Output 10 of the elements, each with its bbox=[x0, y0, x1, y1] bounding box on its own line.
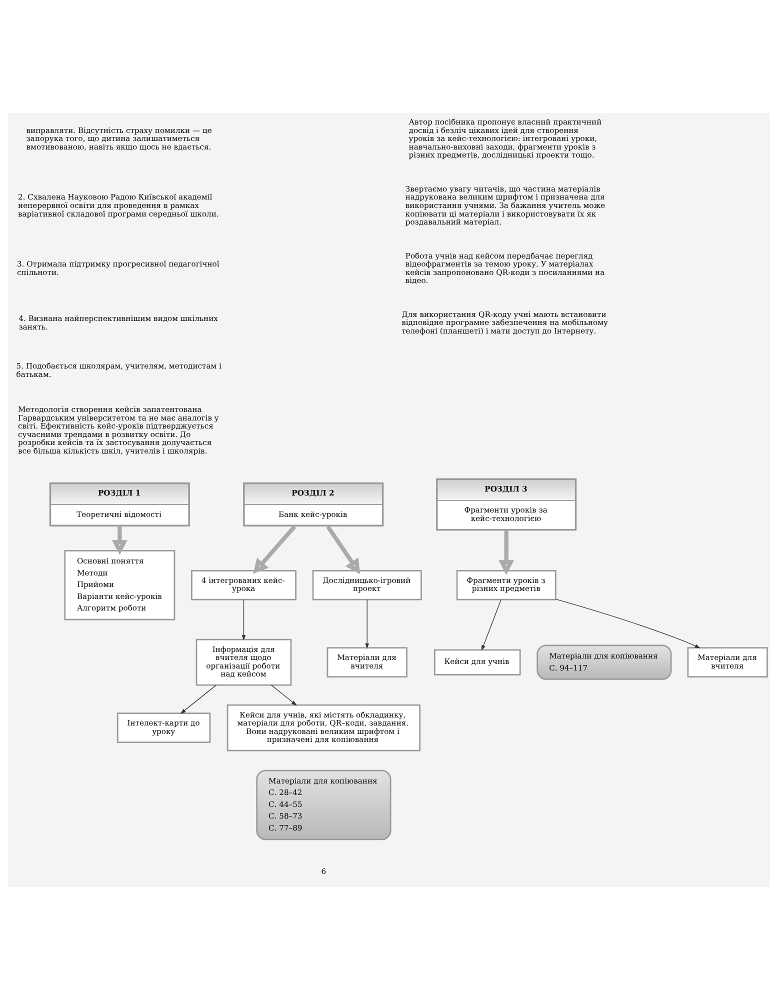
arrow bbox=[253, 525, 296, 574]
arrow bbox=[242, 599, 246, 641]
arrow bbox=[482, 599, 502, 651]
arrow bbox=[180, 684, 217, 714]
arrow bbox=[112, 526, 128, 555]
arrow bbox=[270, 684, 297, 706]
arrow bbox=[555, 598, 700, 648]
arrow bbox=[365, 599, 370, 649]
arrow bbox=[498, 530, 514, 575]
arrow bbox=[326, 525, 360, 574]
